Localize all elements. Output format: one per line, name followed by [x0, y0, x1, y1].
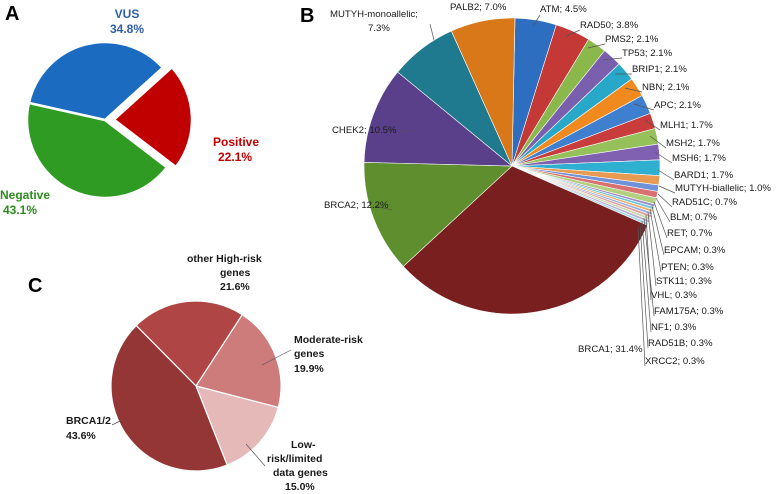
leaders-c: [111, 349, 292, 467]
label-mlh1: MLH1; 1.7%: [660, 120, 713, 131]
pie-c: [110, 300, 282, 472]
label-bard1: BARD1; 1.7%: [674, 170, 734, 181]
leader-c-moderate: [261, 349, 292, 366]
leader-c-low: [245, 443, 266, 467]
label-positive-pct: 22.1%: [218, 150, 252, 164]
label-brip1: BRIP1; 2.1%: [632, 64, 687, 75]
leader-b-1: [532, 14, 541, 27]
label-brca12: BRCA1/2: [66, 415, 111, 427]
leaders-b: [374, 14, 676, 367]
label-apc: APC; 2.1%: [654, 100, 701, 111]
label-moderate-pct: 19.9%: [294, 363, 324, 375]
label-mutyh-mono-2: 7.3%: [368, 23, 390, 34]
label-rad50: RAD50; 3.8%: [580, 20, 639, 31]
pie-b: [363, 17, 661, 315]
pie-b-slice-0: [402, 165, 648, 315]
label-nbn: NBN; 2.1%: [642, 82, 690, 93]
pie-c-slice-1: [195, 313, 282, 409]
label-stk11: STK11; 0.3%: [656, 276, 712, 287]
panel-a-letter: A: [5, 3, 19, 25]
label-atm: ATM; 4.5%: [540, 4, 587, 15]
leader-b-9: [649, 135, 667, 149]
label-vus: VUS: [115, 7, 140, 21]
label-epcam: EPCAM; 0.3%: [664, 245, 726, 256]
leader-b-6: [624, 87, 643, 93]
pie-c-slice-2: [195, 385, 280, 466]
panel-b-letter: B: [300, 5, 314, 27]
leader-b-18: [647, 211, 657, 287]
label-mutyh-mono-1: MUTYH-monoallelic;: [330, 9, 418, 20]
leader-b-24: [374, 205, 393, 211]
label-vhl: VHL; 0.3%: [651, 290, 697, 301]
leader-b-0: [429, 23, 435, 41]
label-fam175a: FAM175A; 0.3%: [654, 306, 724, 317]
leader-b-19: [645, 214, 652, 301]
label-moderate-2: genes: [294, 348, 325, 360]
pie-a-slice-2: [25, 101, 169, 200]
label-brca1: BRCA1; 31.4%: [578, 344, 643, 355]
label-xrcc2: XRCC2; 0.3%: [645, 356, 705, 367]
label-other-high-pct: 21.6%: [220, 281, 250, 293]
pie-b-slice-4: [450, 17, 516, 167]
pie-a-slice-1: [112, 65, 194, 169]
leader-b-3: [587, 43, 606, 49]
label-low-1: Low-: [291, 439, 316, 451]
label-chek2: CHEK2; 10.5%: [332, 125, 397, 136]
pie-a-slice-0: [27, 40, 165, 122]
panel-c-letter: C: [28, 275, 42, 297]
label-msh6: MSH6; 1.7%: [672, 153, 726, 164]
leader-b-2: [565, 29, 581, 37]
pie-a: [25, 40, 194, 200]
label-negative-pct: 43.1%: [3, 203, 37, 217]
label-positive: Positive: [213, 135, 259, 149]
label-pten: PTEN; 0.3%: [661, 262, 714, 273]
label-tp53: TP53; 2.1%: [622, 48, 673, 59]
leader-b-13: [657, 193, 673, 208]
leader-c-brca: [111, 419, 123, 426]
pie-c-slice-0: [135, 300, 244, 387]
leader-b-11: [657, 169, 675, 181]
label-rad51b: RAD51B; 0.3%: [648, 338, 713, 349]
leader-b-22: [639, 223, 649, 349]
label-low-pct: 15.0%: [285, 481, 315, 493]
label-blm: BLM; 0.7%: [670, 212, 717, 223]
leader-b-15: [653, 201, 668, 239]
leader-b-20: [643, 217, 655, 317]
label-other-high-1: other High-risk: [187, 253, 262, 265]
pie-b-slice-2: [363, 71, 513, 167]
leader-b-10: [654, 151, 673, 164]
leader-b-16: [651, 205, 665, 256]
leader-b-7: [633, 103, 655, 111]
pie-b-slice-1: [363, 162, 513, 267]
leader-b-12: [658, 185, 676, 194]
label-pms2: PMS2; 2.1%: [605, 34, 659, 45]
leader-b-8: [644, 119, 661, 131]
label-mutyh-bi: MUTYH-biallelic; 1.0%: [675, 183, 771, 194]
label-msh2: MSH2; 1.7%: [666, 138, 720, 149]
label-vus-pct: 34.8%: [110, 22, 144, 36]
label-low-3: data genes: [273, 467, 328, 479]
leader-b-21: [641, 220, 652, 333]
label-ret: RET; 0.7%: [667, 228, 713, 239]
pie-c-slice-3: [110, 324, 228, 472]
leader-b-4: [602, 57, 623, 61]
label-brca12-pct: 43.6%: [66, 430, 96, 442]
label-brca2: BRCA2; 12.2%: [324, 200, 389, 211]
label-low-2: risk/limited: [267, 453, 322, 465]
leader-b-23: [637, 226, 646, 367]
leader-b-25: [398, 130, 411, 133]
leader-b-17: [649, 208, 662, 273]
label-other-high-2: genes: [220, 267, 251, 279]
label-rad51c: RAD51C; 0.7%: [672, 197, 738, 208]
label-nf1: NF1; 0.3%: [651, 322, 697, 333]
leader-b-14: [655, 197, 671, 223]
label-palb2: PALB2; 7.0%: [450, 2, 507, 13]
label-moderate-1: Moderate-risk: [294, 334, 363, 346]
label-negative: Negative: [0, 188, 50, 202]
